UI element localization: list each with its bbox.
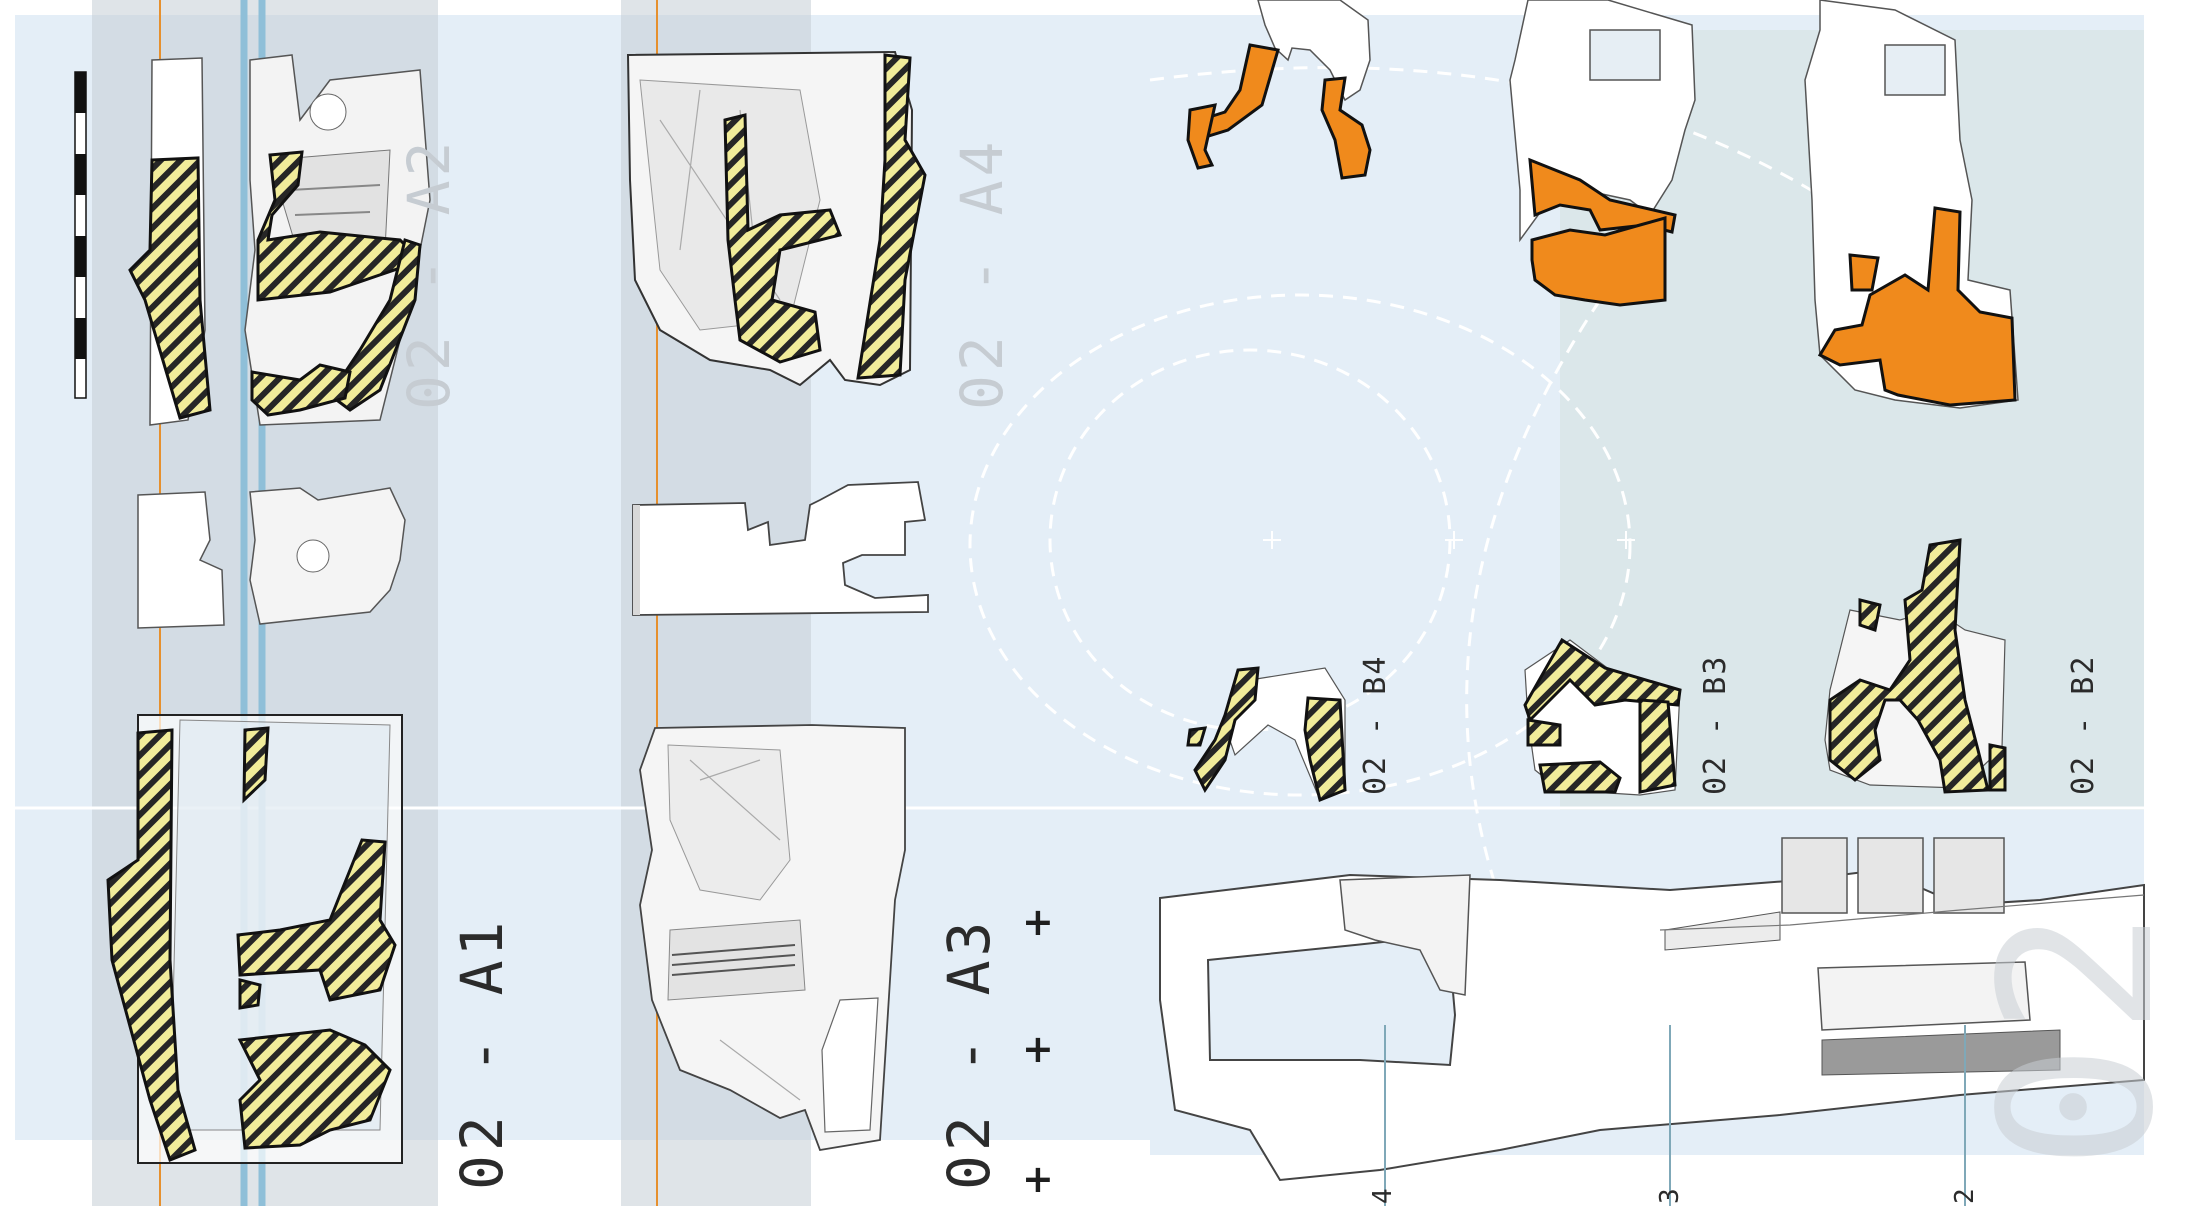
model-b2: [1824, 538, 2007, 794]
drawing-canvas: [74, 0, 2145, 1206]
model-a2: [128, 54, 431, 426]
label-a2: 02 - A2: [395, 137, 463, 410]
faint-crosshairs: [1263, 531, 1635, 549]
model-a3: [639, 724, 906, 1152]
section-mark-2: 2: [1950, 1188, 1980, 1204]
model-a1: [106, 714, 403, 1164]
label-a4: 02 - A4: [948, 137, 1016, 410]
section-mark-3: 3: [1655, 1188, 1685, 1204]
label-a1: 02 - A1: [448, 917, 516, 1190]
label-a3: 02 - A3: [935, 917, 1003, 1190]
model-a4: [626, 50, 927, 387]
model-b3: [1523, 637, 1682, 796]
model-slab: [632, 481, 929, 616]
section-mark-4: 4: [1368, 1188, 1398, 1204]
model-small-pair: [137, 487, 406, 629]
cross-mark: +: [1022, 1157, 1054, 1201]
giant-number-watermark: 02: [1955, 901, 2200, 1170]
label-b4: 02 - B4: [1358, 654, 1393, 795]
drawing-sheet: 02 02 - A1 02 - A2 02 - A3 02 - A4 02 - …: [15, 0, 2200, 1206]
model-b3-top: [1509, 0, 1696, 307]
model-b4-top: [1186, 0, 1372, 180]
model-section: [1159, 837, 2145, 1206]
cross-mark: +: [1022, 900, 1054, 944]
cross-mark: +: [1022, 1027, 1054, 1071]
label-b2: 02 - B2: [2066, 654, 2101, 795]
model-b4: [1186, 666, 1347, 803]
label-b3: 02 - B3: [1698, 654, 1733, 795]
dashed-site-curves: [968, 66, 1901, 901]
scale-bar: [74, 71, 87, 399]
model-b2-top: [1804, 0, 2019, 409]
